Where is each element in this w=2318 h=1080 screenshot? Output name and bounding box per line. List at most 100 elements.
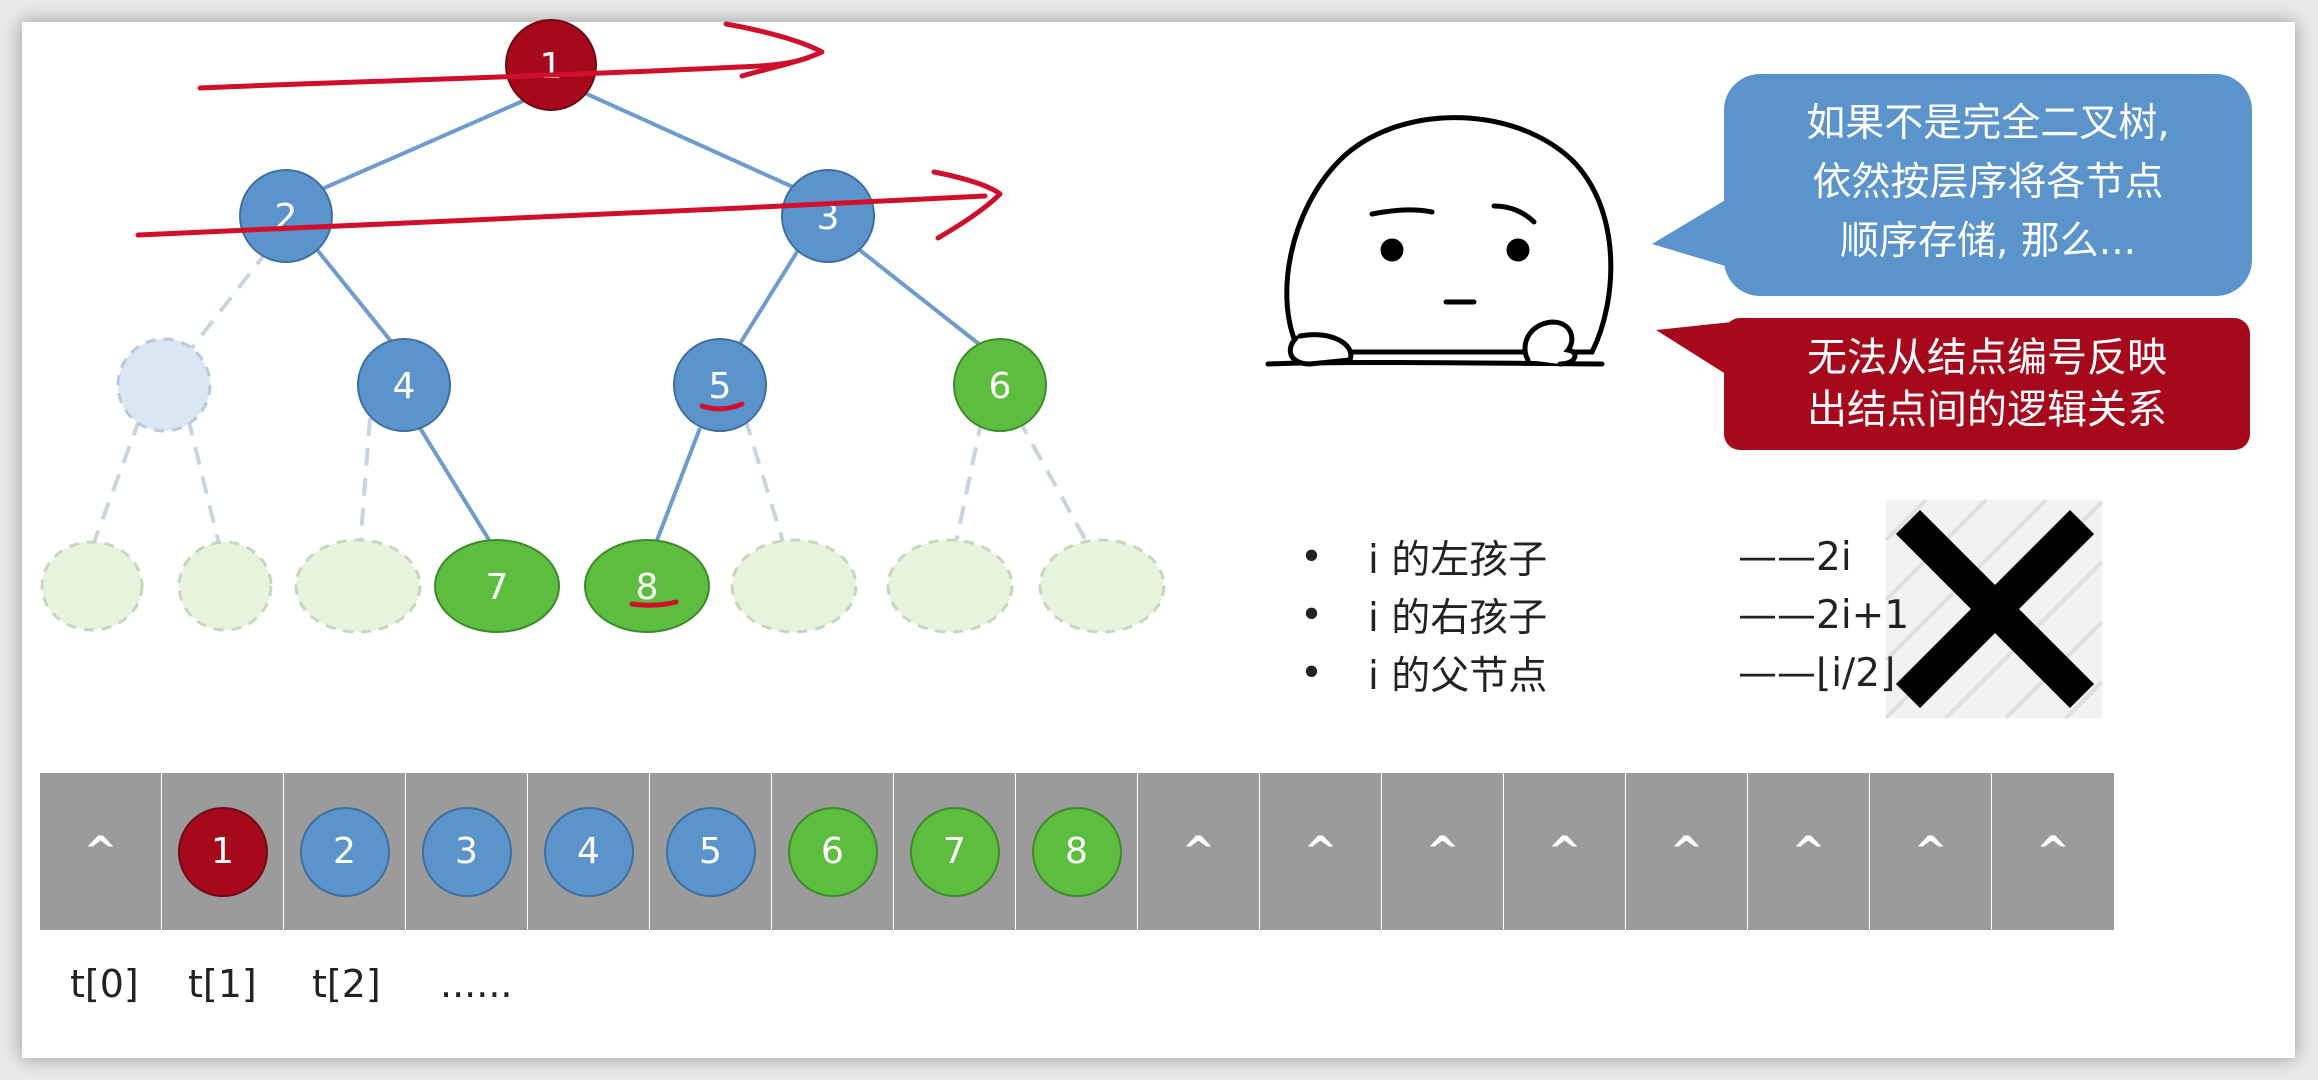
- array-cell: ^: [1626, 773, 1748, 930]
- table-line: [1265, 360, 1605, 367]
- array-node-7: 7: [909, 806, 1000, 897]
- node-label-4: 4: [393, 366, 416, 407]
- question-line-1: 如果不是完全二叉树,: [1806, 101, 2170, 146]
- tree-edges: [305, 88, 986, 550]
- tree-node-8: [584, 539, 710, 633]
- array-cell: 2: [284, 773, 406, 930]
- bullet: •: [1300, 534, 1324, 580]
- tree-node-5: [673, 338, 767, 432]
- array-cell: ^: [40, 773, 162, 930]
- tree-node-7: [434, 539, 560, 633]
- thinking-face-icon: [1265, 115, 1614, 367]
- array-cell: 4: [528, 773, 650, 930]
- question-bubble-tail: [1652, 196, 1732, 268]
- rule-value: ——2i: [1738, 534, 1852, 580]
- null-pointer-mark: ^: [2036, 828, 2070, 875]
- array-cell: ^: [1504, 773, 1626, 930]
- null-pointer-mark: ^: [1669, 828, 1704, 875]
- array-cell: 5: [650, 773, 772, 930]
- node-label-7: 7: [486, 567, 509, 608]
- ghost-node: [886, 538, 1014, 634]
- null-pointer-mark: ^: [1303, 828, 1338, 875]
- ghost-edges: [90, 248, 1092, 549]
- rule-label: i 的右孩子: [1368, 596, 1548, 641]
- array-node-1: 1: [177, 806, 268, 897]
- array-cell: 3: [406, 773, 528, 930]
- level-arrow-1: [197, 55, 811, 91]
- ghost-node: [730, 538, 858, 634]
- rule-value: ——⌊i/2⌋: [1738, 650, 1896, 696]
- rule-label: i 的父节点: [1368, 654, 1548, 699]
- tree-nodes: [239, 19, 1047, 633]
- array-cell: ^: [1992, 773, 2114, 930]
- node-label-2: 2: [275, 197, 298, 238]
- tree-node-4: [357, 338, 451, 432]
- array-cell: ^: [1870, 773, 1992, 930]
- tree-node-labels: 1 2 3 4 5 6 7 8: [275, 46, 1012, 608]
- index-label-t0: t[0]: [70, 962, 139, 1006]
- rule-label: i 的左孩子: [1368, 538, 1548, 583]
- left-eyebrow: [1369, 207, 1435, 217]
- answer-line-1: 无法从结点编号反映: [1807, 335, 2167, 381]
- ghost-node: [116, 337, 212, 433]
- ghost-node: [294, 538, 422, 634]
- edge-3-6: [850, 242, 986, 350]
- null-pointer-mark: ^: [83, 828, 118, 875]
- face-outline: [1284, 115, 1614, 355]
- answer-speech-bubble: 无法从结点编号反映 出结点间的逻辑关系: [1724, 318, 2250, 450]
- rule-left-child: • i 的左孩子 ——2i: [1300, 528, 1909, 586]
- tree-node-1: [505, 19, 597, 111]
- null-pointer-mark: ^: [1913, 828, 1948, 875]
- null-pointer-mark: ^: [1791, 828, 1826, 875]
- ghost-edge: [1016, 417, 1092, 549]
- edge-1-2: [305, 88, 549, 198]
- array-node-3: 3: [421, 806, 512, 897]
- array-cell: ^: [1138, 773, 1260, 930]
- level-arrow-2: [135, 193, 988, 238]
- cross-icon: [1884, 498, 2104, 720]
- edge-4-7: [418, 426, 496, 550]
- rule-parent: • i 的父节点 ——⌊i/2⌋: [1300, 644, 1909, 702]
- node-label-8: 8: [636, 567, 659, 608]
- ghost-edge: [743, 417, 787, 549]
- node-label-3: 3: [817, 197, 840, 238]
- array-cell: 6: [772, 773, 894, 930]
- node-label-6: 6: [989, 366, 1012, 407]
- ghost-node: [177, 540, 273, 632]
- ghost-edge: [90, 417, 142, 549]
- left-hand: [1287, 332, 1354, 367]
- array-cell: 1: [162, 773, 284, 930]
- rule-value: ——2i+1: [1738, 592, 1910, 638]
- tree-node-3: [781, 169, 875, 263]
- tree-node-6: [953, 338, 1047, 432]
- edge-5-8: [652, 427, 702, 549]
- question-line-2: 依然按层序将各节点: [1812, 160, 2164, 205]
- ghost-node: [40, 540, 144, 632]
- null-pointer-mark: ^: [1425, 828, 1460, 875]
- array-node-2: 2: [299, 806, 390, 897]
- null-pointer-mark: ^: [1547, 828, 1582, 875]
- tree-node-2: [239, 169, 333, 263]
- array-cell: ^: [1260, 773, 1382, 930]
- ghost-nodes: [40, 337, 1166, 634]
- array-node-5: 5: [665, 806, 756, 897]
- array-cell: 8: [1016, 773, 1138, 930]
- index-rules-list: • i 的左孩子 ——2i • i 的右孩子 ——2i+1 • i 的父节点 —…: [1300, 528, 1909, 702]
- index-label-t1: t[1]: [188, 962, 257, 1006]
- question-line-3: 顺序存储, 那么...: [1840, 219, 2136, 264]
- array-node-8: 8: [1031, 806, 1122, 897]
- ghost-edge: [358, 417, 372, 549]
- null-pointer-mark: ^: [1181, 828, 1216, 875]
- answer-bubble-tail: [1656, 322, 1732, 378]
- node-label-5: 5: [709, 366, 732, 407]
- answer-line-2: 出结点间的逻辑关系: [1807, 387, 2167, 433]
- right-eyebrow: [1491, 203, 1537, 225]
- array-cell: ^: [1382, 773, 1504, 930]
- edge-3-5: [734, 242, 804, 352]
- edge-1-3: [577, 88, 805, 194]
- level-arrow-2-head: [931, 169, 1003, 241]
- edge-2-4: [312, 244, 400, 352]
- bullet: •: [1300, 650, 1324, 696]
